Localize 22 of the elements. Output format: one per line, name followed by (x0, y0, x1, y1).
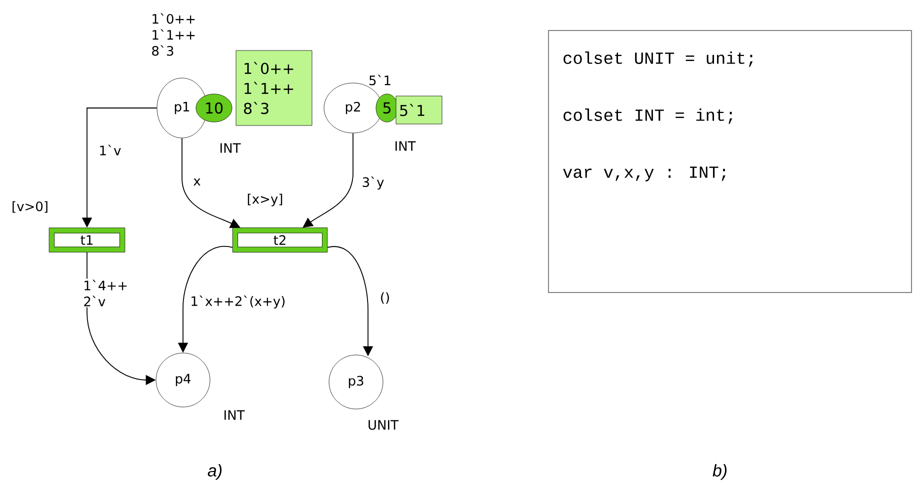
edge-label: 1`v (98, 144, 122, 156)
token-count: 10 (196, 94, 232, 122)
edge-label: () (378, 291, 392, 305)
transition-box: t2 (232, 228, 328, 252)
inscription: 1`0++ 1`1++ 8`3 (152, 13, 195, 56)
inscription: INT (220, 143, 241, 153)
inscription: INT (224, 410, 245, 420)
edge-label: 1`x++2`(x+y) (189, 294, 287, 310)
marking-box: 5`1 (396, 96, 442, 124)
edge-label: x (192, 177, 202, 187)
marking-box: 1`0++ 1`1++ 8`3 (236, 50, 312, 126)
edge-label: 1`4++ 2`v (82, 278, 132, 308)
panel-label: b) (712, 464, 727, 480)
inscription: [x>y] (248, 194, 282, 206)
inscription: [v>0] (12, 201, 48, 213)
edge-label: 3`y (360, 175, 386, 191)
inscription: 5`1 (370, 74, 390, 86)
inscription: INT (396, 141, 416, 151)
inscription: UNIT (368, 420, 399, 430)
transition-box: t1 (48, 228, 126, 252)
declaration-box: colset UNIT = unit; colset INT = int; var v,x,y : INT; (548, 30, 912, 293)
panel-label: a) (208, 464, 222, 480)
